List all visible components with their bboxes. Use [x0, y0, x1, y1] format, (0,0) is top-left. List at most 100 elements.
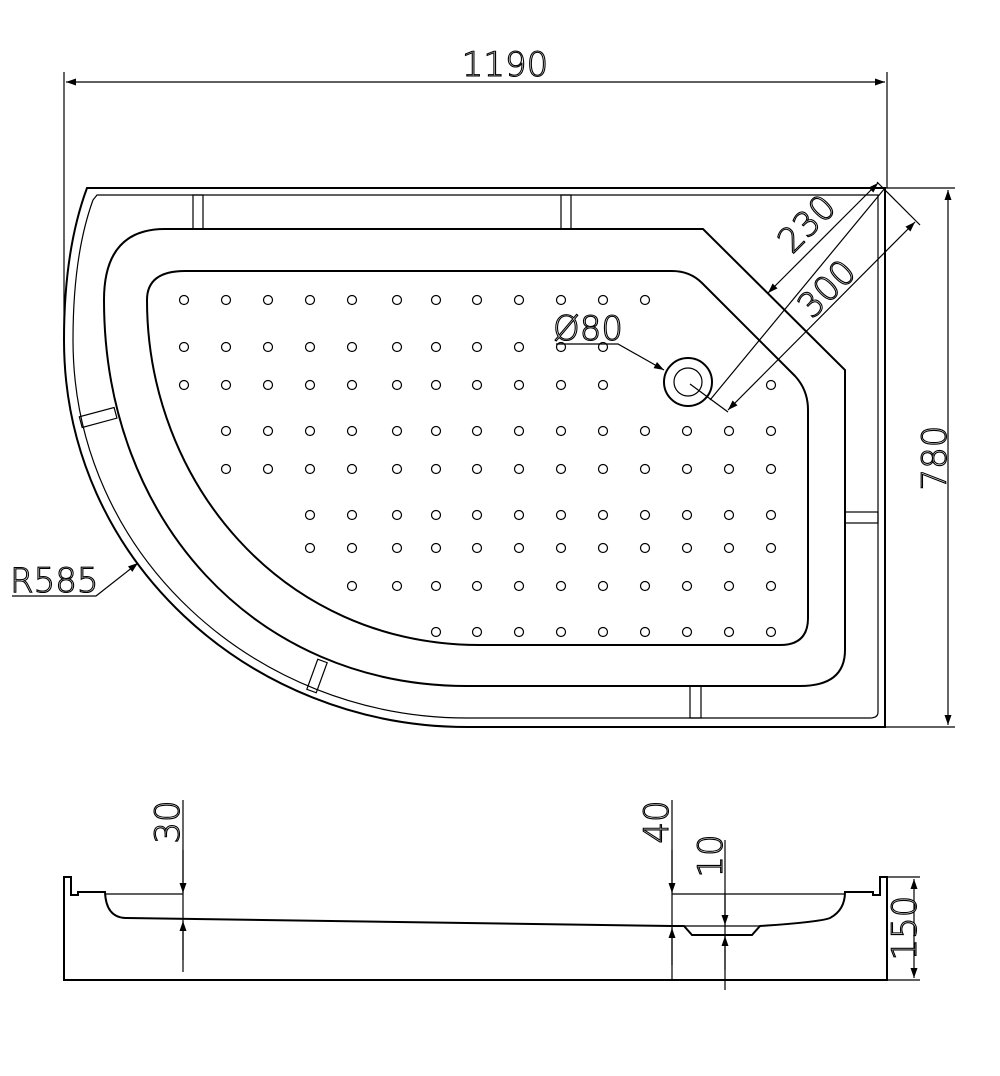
anti-slip-dot: [639, 509, 651, 521]
drain-diameter-label: Ø80: [553, 309, 623, 349]
anti-slip-dot: [597, 626, 609, 638]
anti-slip-dot: [681, 626, 693, 638]
anti-slip-dot: [555, 341, 567, 353]
anti-slip-dot: [346, 341, 358, 353]
anti-slip-dot: [220, 463, 232, 475]
anti-slip-dot: [430, 463, 442, 475]
drain-step-label: 10: [691, 834, 731, 877]
anti-slip-dot: [471, 294, 483, 306]
anti-slip-dot: [723, 463, 735, 475]
anti-slip-dot: [765, 509, 777, 521]
anti-slip-dot: [430, 626, 442, 638]
anti-slip-dot: [681, 463, 693, 475]
anti-slip-dot: [471, 542, 483, 554]
anti-slip-dot: [391, 341, 403, 353]
anti-slip-dot: [430, 294, 442, 306]
anti-slip-dot: [723, 542, 735, 554]
anti-slip-dot: [597, 463, 609, 475]
width-label: 1190: [462, 45, 549, 85]
anti-slip-dot: [597, 580, 609, 592]
anti-slip-dot: [597, 294, 609, 306]
anti-slip-dot: [555, 294, 567, 306]
anti-slip-dot: [262, 379, 274, 391]
anti-slip-dot: [681, 425, 693, 437]
anti-slip-dot: [391, 509, 403, 521]
anti-slip-dot: [346, 425, 358, 437]
anti-slip-dot: [430, 509, 442, 521]
anti-slip-dot: [346, 542, 358, 554]
anti-slip-dot: [639, 294, 651, 306]
anti-slip-dot: [513, 542, 525, 554]
anti-slip-dot: [639, 463, 651, 475]
anti-slip-dot: [304, 294, 316, 306]
anti-slip-dot: [681, 542, 693, 554]
floor-contour: [145, 270, 809, 646]
anti-slip-dot: [513, 341, 525, 353]
anti-slip-dot: [723, 425, 735, 437]
support-feet: [78, 194, 879, 719]
anti-slip-dot: [304, 463, 316, 475]
anti-slip-dot: [430, 341, 442, 353]
anti-slip-dot: [597, 542, 609, 554]
anti-slip-dot: [723, 580, 735, 592]
anti-slip-dot: [430, 379, 442, 391]
anti-slip-dot: [555, 379, 567, 391]
anti-slip-dot: [262, 294, 274, 306]
anti-slip-dot: [555, 542, 567, 554]
anti-slip-dot: [555, 509, 567, 521]
anti-slip-dot: [513, 626, 525, 638]
anti-slip-dot: [513, 509, 525, 521]
anti-slip-dot: [765, 542, 777, 554]
anti-slip-dot: [639, 580, 651, 592]
anti-slip-dot: [639, 626, 651, 638]
anti-slip-dot: [723, 509, 735, 521]
anti-slip-dot: [765, 580, 777, 592]
anti-slip-dot: [513, 425, 525, 437]
anti-slip-dot: [639, 425, 651, 437]
top-view: [62, 187, 886, 728]
anti-slip-dot: [513, 379, 525, 391]
anti-slip-dot: [765, 463, 777, 475]
drain-inner: [673, 367, 703, 397]
anti-slip-dot: [220, 341, 232, 353]
height-label: 150: [885, 896, 925, 961]
anti-slip-dot: [430, 542, 442, 554]
drain-outer: [663, 357, 713, 407]
anti-slip-dot: [346, 509, 358, 521]
anti-slip-dot: [430, 425, 442, 437]
side-view: 30 40 10 150: [63, 800, 926, 990]
anti-slip-dot: [346, 379, 358, 391]
depth-drain-label: 40: [637, 800, 677, 843]
rim-contour: [72, 194, 879, 719]
anti-slip-dot: [304, 542, 316, 554]
anti-slip-dot: [765, 425, 777, 437]
anti-slip-dot: [391, 379, 403, 391]
anti-slip-dot: [178, 294, 190, 306]
anti-slip-dot: [513, 580, 525, 592]
dim-drain-diameter: Ø80: [552, 308, 665, 371]
anti-slip-dot: [765, 626, 777, 638]
anti-slip-dot: [304, 509, 316, 521]
anti-slip-dot: [555, 580, 567, 592]
side-profile: [63, 876, 888, 981]
anti-slip-dot: [346, 463, 358, 475]
anti-slip-dot: [346, 294, 358, 306]
basin-contour: [102, 228, 846, 687]
depth-left-label: 30: [148, 800, 188, 843]
anti-slip-dot: [471, 509, 483, 521]
anti-slip-dot: [391, 425, 403, 437]
depth-label: 780: [915, 426, 955, 491]
anti-slip-dot: [262, 463, 274, 475]
anti-slip-dot: [471, 425, 483, 437]
outer-contour: [62, 187, 886, 728]
anti-slip-dot: [597, 341, 609, 353]
anti-slip-dot: [471, 463, 483, 475]
anti-slip-dot: [513, 294, 525, 306]
anti-slip-dot: [304, 379, 316, 391]
anti-slip-dot: [391, 463, 403, 475]
dim-width: 1190: [63, 44, 888, 340]
anti-slip-dot: [597, 379, 609, 391]
anti-slip-dot: [262, 425, 274, 437]
anti-slip-dot: [471, 580, 483, 592]
